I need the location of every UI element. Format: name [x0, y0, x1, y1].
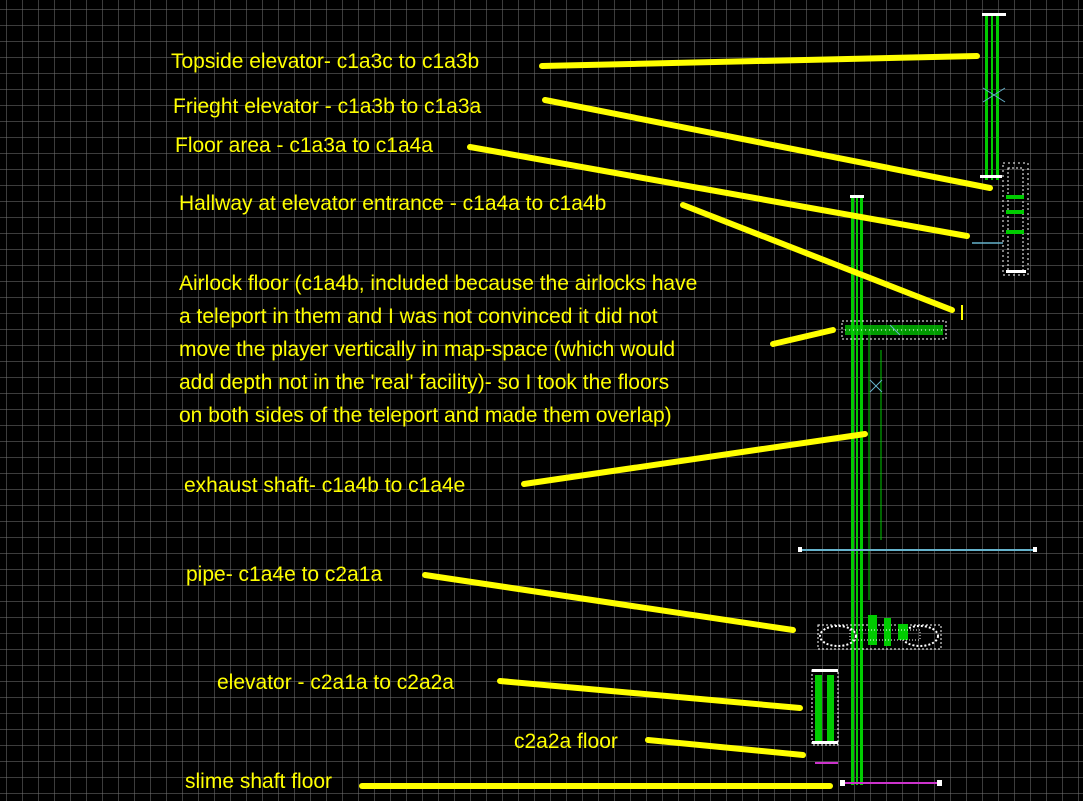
airlock-floor-label-line: Airlock floor (c1a4b, included because t… [179, 272, 698, 295]
elevator-leader [497, 678, 803, 711]
hallway-label: Hallway at elevator entrance - c1a4a to … [179, 192, 607, 215]
freight-elevator-label: Frieght elevator - c1a3b to c1a3a [173, 95, 482, 118]
freight-elevator-brush[interactable] [972, 162, 1029, 276]
guide-line [798, 547, 1037, 552]
airlock-floor-leader [770, 327, 836, 347]
airlock-floor-brush[interactable] [841, 320, 947, 340]
floor-area-label: Floor area - c1a3a to c1a4a [175, 134, 433, 157]
topside-elevator-leader [539, 53, 980, 69]
airlock-floor-label-line: move the player vertically in map-space … [179, 338, 676, 361]
exhaust-shaft-leader [521, 431, 868, 487]
freight-elevator-leader [542, 97, 993, 191]
topside-elevator-label: Topside elevator- c1a3c to c1a3b [171, 50, 480, 73]
c2a2a-floor-label: c2a2a floor [514, 730, 618, 753]
elevator-label: elevator - c2a1a to c2a2a [217, 671, 454, 694]
topside-elevator-brush[interactable] [980, 13, 1006, 180]
pipe-leader [422, 572, 796, 633]
airlock-floor-label-line: on both sides of the teleport and made t… [179, 404, 672, 427]
hallway-leader [680, 202, 955, 313]
slime-shaft-floor-label: slime shaft floor [185, 770, 333, 793]
c2a2a-floor-leader [645, 737, 806, 758]
exhaust-shaft-label: exhaust shaft- c1a4b to c1a4e [184, 474, 466, 497]
airlock-floor-label-line: add depth not in the 'real' facility)- s… [179, 371, 670, 394]
exhaust-shaft-brush[interactable] [850, 195, 963, 785]
airlock-floor-label: Airlock floor (c1a4b, included because t… [179, 267, 799, 432]
floor-area-leader [467, 144, 970, 239]
pipe-brush[interactable] [817, 615, 942, 650]
slime-shaft-floor-brush[interactable] [840, 780, 942, 786]
airlock-floor-label-line: a teleport in them and I was not convinc… [179, 305, 658, 328]
pipe-label: pipe- c1a4e to c2a1a [186, 563, 383, 586]
lower-elevator-brush[interactable] [811, 669, 839, 746]
